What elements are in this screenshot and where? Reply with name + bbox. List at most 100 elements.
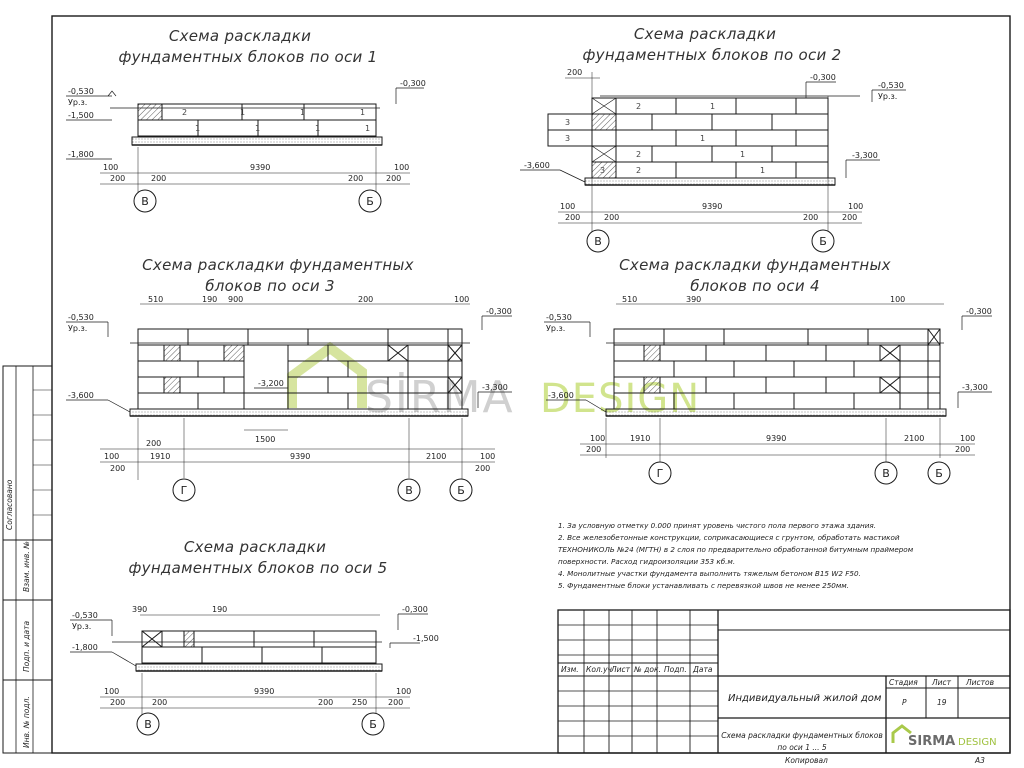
- s4-elev-label: -3,300: [962, 383, 988, 392]
- s1-title-line2: фундаментных блоков по оси 1: [119, 48, 378, 66]
- s2-elev-label: -0,530: [878, 81, 904, 90]
- s2-axis-label: В: [594, 235, 602, 248]
- s3-topdim-label: 510: [148, 295, 163, 304]
- s5-elev-label: -0,300: [402, 605, 428, 614]
- s2-title-line2: фундаментных блоков по оси 2: [583, 46, 842, 64]
- s1-dim-label: 200: [151, 174, 166, 183]
- s3-dim-label: 200: [110, 464, 125, 473]
- s2-dim-label: 200: [604, 213, 619, 222]
- scheme-axis-3: Схема раскладки фундаментных блоков по о…: [66, 256, 512, 502]
- s5-elev-label: -1,800: [72, 643, 98, 652]
- s1-block-label: 1: [195, 124, 200, 133]
- s2-elev-label: -3,300: [852, 151, 878, 160]
- s4-dim-label: 9390: [766, 434, 786, 443]
- s5-axis-label: Б: [369, 718, 377, 731]
- s1-dim-label: 200: [110, 174, 125, 183]
- s2-dim-label: 200: [803, 213, 818, 222]
- s4-dim-label: 200: [586, 445, 601, 454]
- note-line: 5. Фундаментные блоки устанавливать с пе…: [558, 581, 849, 590]
- s2-dim-label: 200: [565, 213, 580, 222]
- sheets-label: Листов: [965, 678, 994, 687]
- s2-dim-label: 100: [848, 202, 863, 211]
- s3-title-line2: блоков по оси 3: [205, 277, 335, 295]
- s3-elev-label: -0,300: [486, 307, 512, 316]
- s3-elev-label: Ур.з.: [68, 324, 87, 333]
- sirma-logo: SIRMA DESIGN: [891, 724, 997, 749]
- logo-word1: SIRMA: [908, 734, 955, 749]
- s2-block-label: 1: [740, 150, 745, 159]
- scheme-axis-2: Схема раскладки фундаментных блоков по о…: [520, 25, 906, 253]
- copied-label: Копировал: [785, 756, 828, 765]
- s5-dim-label: 250: [352, 698, 367, 707]
- s1-dim-label: 200: [386, 174, 401, 183]
- s2-elev-label: Ур.з.: [878, 92, 897, 101]
- s3-dim-label: 9390: [290, 452, 310, 461]
- s5-dim-label: 200: [110, 698, 125, 707]
- s3-topdim-label: 200: [358, 295, 373, 304]
- s3-dim-label: 1910: [150, 452, 170, 461]
- s1-dim-label: 9390: [250, 163, 270, 172]
- s5-elev-label: Ур.з.: [72, 622, 91, 631]
- s4-dim-label: 1910: [630, 434, 650, 443]
- s2-axis-label: Б: [819, 235, 827, 248]
- s1-title-line1: Схема раскладки: [169, 27, 311, 45]
- s4-elev-label: Ур.з.: [546, 324, 565, 333]
- s5-topdim-label: 190: [212, 605, 227, 614]
- sheet-label: Лист: [931, 678, 952, 687]
- tb-col-header: Подп.: [664, 665, 687, 674]
- s4-title-line2: блоков по оси 4: [690, 277, 820, 295]
- title-block: [557, 609, 1011, 754]
- scheme-axis-5: Схема раскладки фундаментных блоков по о…: [70, 538, 439, 736]
- s1-block-label: 1: [255, 124, 260, 133]
- s5-axis-label: В: [144, 718, 152, 731]
- tb-col-header: Дата: [692, 665, 713, 674]
- inv-no-label: Инв. № подл.: [22, 696, 31, 748]
- s5-dim-label: 100: [104, 687, 119, 696]
- s2-block-label: 3: [600, 166, 605, 175]
- project-name: Индивидуальный жилой дом: [728, 693, 882, 704]
- s5-dim-label: 200: [388, 698, 403, 707]
- s5-elev-label: -0,530: [72, 611, 98, 620]
- note-line: 2. Все железобетонные конструкции, сопри…: [558, 533, 900, 542]
- s3-dim-label: 100: [480, 452, 495, 461]
- sign-date-label: Подп. и дата: [22, 621, 31, 672]
- s1-axis-label: В: [141, 195, 149, 208]
- s3-topdim-label: 190: [202, 295, 217, 304]
- s4-axis-label: Г: [657, 467, 664, 480]
- s5-topdim-label: 390: [132, 605, 147, 614]
- s5-dim-label: 200: [152, 698, 167, 707]
- s3-dim-label: 200: [475, 464, 490, 473]
- logo-word2: DESIGN: [958, 737, 997, 748]
- s4-axis-label: В: [882, 467, 890, 480]
- tb-col-header: Лист: [610, 665, 631, 674]
- stage-value: Р: [902, 698, 907, 707]
- s4-elev-label: -0,530: [546, 313, 572, 322]
- s1-dim-label: 200: [348, 174, 363, 183]
- s4-title-line1: Схема раскладки фундаментных: [619, 256, 891, 274]
- s1-axis-label: Б: [366, 195, 374, 208]
- s4-topdim-label: 510: [622, 295, 637, 304]
- s3-elev-label: -3,200: [258, 379, 284, 388]
- s3-axis-label: В: [405, 484, 413, 497]
- s4-dim-label: 200: [955, 445, 970, 454]
- s3-elev-label: -0,530: [68, 313, 94, 322]
- s2-block-label: 1: [760, 166, 765, 175]
- sheet-number: 19: [937, 698, 947, 707]
- s1-elev-label: -0,530: [68, 87, 94, 96]
- s2-block-label: 1: [700, 134, 705, 143]
- note-line: 4. Монолитные участки фундамента выполни…: [558, 569, 861, 578]
- s2-block-label: 2: [636, 102, 641, 111]
- stage-label: Стадия: [889, 678, 918, 687]
- s2-dim-label: 9390: [702, 202, 722, 211]
- s5-title-line1: Схема раскладки: [184, 538, 326, 556]
- s1-elev-label: -1,500: [68, 111, 94, 120]
- s3-dim-label: 100: [104, 452, 119, 461]
- s3-dim-label: 200: [146, 439, 161, 448]
- s4-dim-label: 100: [590, 434, 605, 443]
- s3-title-line1: Схема раскладки фундаментных: [142, 256, 414, 274]
- s4-topdim-label: 100: [890, 295, 905, 304]
- tb-col-header: Кол.уч: [586, 665, 613, 674]
- s3-elev-label: -3,300: [482, 383, 508, 392]
- s1-block-label: 1: [240, 108, 245, 117]
